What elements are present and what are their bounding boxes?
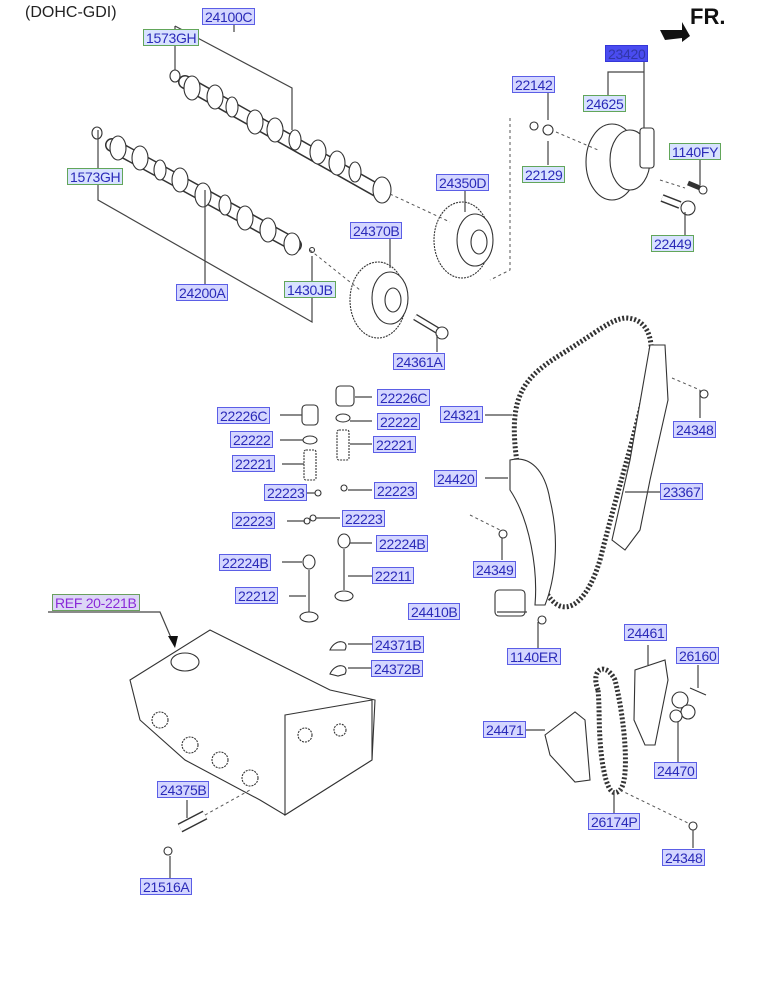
intake-cam-sprocket — [433, 201, 494, 279]
tensioner-arm — [509, 458, 556, 606]
part-label-22226c-right[interactable]: 22226C — [377, 389, 431, 406]
part-label-22212[interactable]: 22212 — [235, 587, 279, 604]
part-label-1140fy[interactable]: 1140FY — [669, 143, 722, 160]
oil-pump-chain — [593, 666, 628, 795]
part-label-23420[interactable]: 23420 — [605, 45, 649, 62]
vacuum-pump — [529, 121, 655, 201]
part-label-22142[interactable]: 22142 — [512, 76, 556, 93]
part-label-1140er[interactable]: 1140ER — [507, 648, 561, 665]
part-label-1573gh-bottom[interactable]: 1573GH — [67, 168, 124, 185]
bearing-caps — [329, 641, 347, 677]
part-label-24321[interactable]: 24321 — [440, 406, 484, 423]
part-label-26174p[interactable]: 26174P — [588, 813, 641, 830]
oil-pump-guide — [633, 659, 669, 746]
part-label-22129[interactable]: 22129 — [522, 166, 566, 183]
part-label-1573gh-top[interactable]: 1573GH — [143, 29, 200, 46]
part-label-22211[interactable]: 22211 — [372, 567, 415, 584]
part-label-24375b[interactable]: 24375B — [157, 781, 210, 798]
part-label-24471[interactable]: 24471 — [483, 721, 527, 738]
cylinder-head — [129, 629, 376, 816]
part-label-24349[interactable]: 24349 — [473, 561, 517, 578]
part-label-24200a[interactable]: 24200A — [176, 284, 229, 301]
part-label-24370b[interactable]: 24370B — [350, 222, 403, 239]
part-label-24100c[interactable]: 24100C — [202, 8, 256, 25]
part-label-24348-top[interactable]: 24348 — [673, 421, 717, 438]
front-direction-label: FR. — [690, 4, 726, 29]
exhaust-cam-sprocket — [349, 261, 409, 339]
oil-pump-tensioner — [669, 687, 707, 723]
part-label-22222-left[interactable]: 22222 — [230, 431, 274, 448]
front-direction-arrow-icon — [660, 22, 690, 42]
engine-type-caption: (DOHC-GDI) — [25, 4, 117, 21]
part-label-24361a[interactable]: 24361A — [393, 353, 446, 370]
part-label-26160[interactable]: 26160 — [676, 647, 720, 664]
part-label-22224b-left[interactable]: 22224B — [219, 554, 272, 571]
part-label-22449[interactable]: 22449 — [651, 235, 695, 252]
part-label-23367[interactable]: 23367 — [660, 483, 704, 500]
part-label-24461[interactable]: 24461 — [624, 624, 668, 641]
timing-chain — [511, 315, 654, 610]
chain-guide — [611, 344, 669, 551]
exhaust-camshaft — [91, 126, 316, 256]
part-label-21516a[interactable]: 21516A — [140, 878, 193, 895]
part-label-22221-right[interactable]: 22221 — [373, 436, 417, 453]
vacuum-pump-bolts — [660, 180, 708, 216]
part-label-22223-2[interactable]: 22223 — [374, 482, 418, 499]
part-label-24420[interactable]: 24420 — [434, 470, 478, 487]
part-label-24470[interactable]: 24470 — [654, 762, 698, 779]
part-label-24625[interactable]: 24625 — [583, 95, 627, 112]
oil-control-valve — [163, 810, 208, 856]
part-label-1430jb[interactable]: 1430JB — [284, 281, 336, 298]
part-label-24410b[interactable]: 24410B — [408, 603, 461, 620]
tensioner — [494, 589, 526, 617]
part-label-22223-1[interactable]: 22223 — [264, 484, 308, 501]
part-label-22223-4[interactable]: 22223 — [342, 510, 386, 527]
part-label-24371b[interactable]: 24371B — [372, 636, 425, 653]
part-label-22222-right[interactable]: 22222 — [377, 413, 421, 430]
valve-train — [299, 385, 355, 623]
part-label-22224b-right[interactable]: 22224B — [376, 535, 429, 552]
part-label-24350d[interactable]: 24350D — [436, 174, 490, 191]
part-label-22223-3[interactable]: 22223 — [232, 512, 276, 529]
intake-camshaft — [169, 69, 392, 204]
part-label-24372b[interactable]: 24372B — [371, 660, 424, 677]
sprocket-bolt — [413, 313, 449, 340]
reference-label[interactable]: REF 20-221B — [52, 594, 140, 611]
part-label-22221-left[interactable]: 22221 — [232, 455, 276, 472]
oil-pump-chain-guide — [544, 711, 591, 783]
part-label-24348-bottom[interactable]: 24348 — [662, 849, 706, 866]
part-label-22226c-left[interactable]: 22226C — [217, 407, 271, 424]
